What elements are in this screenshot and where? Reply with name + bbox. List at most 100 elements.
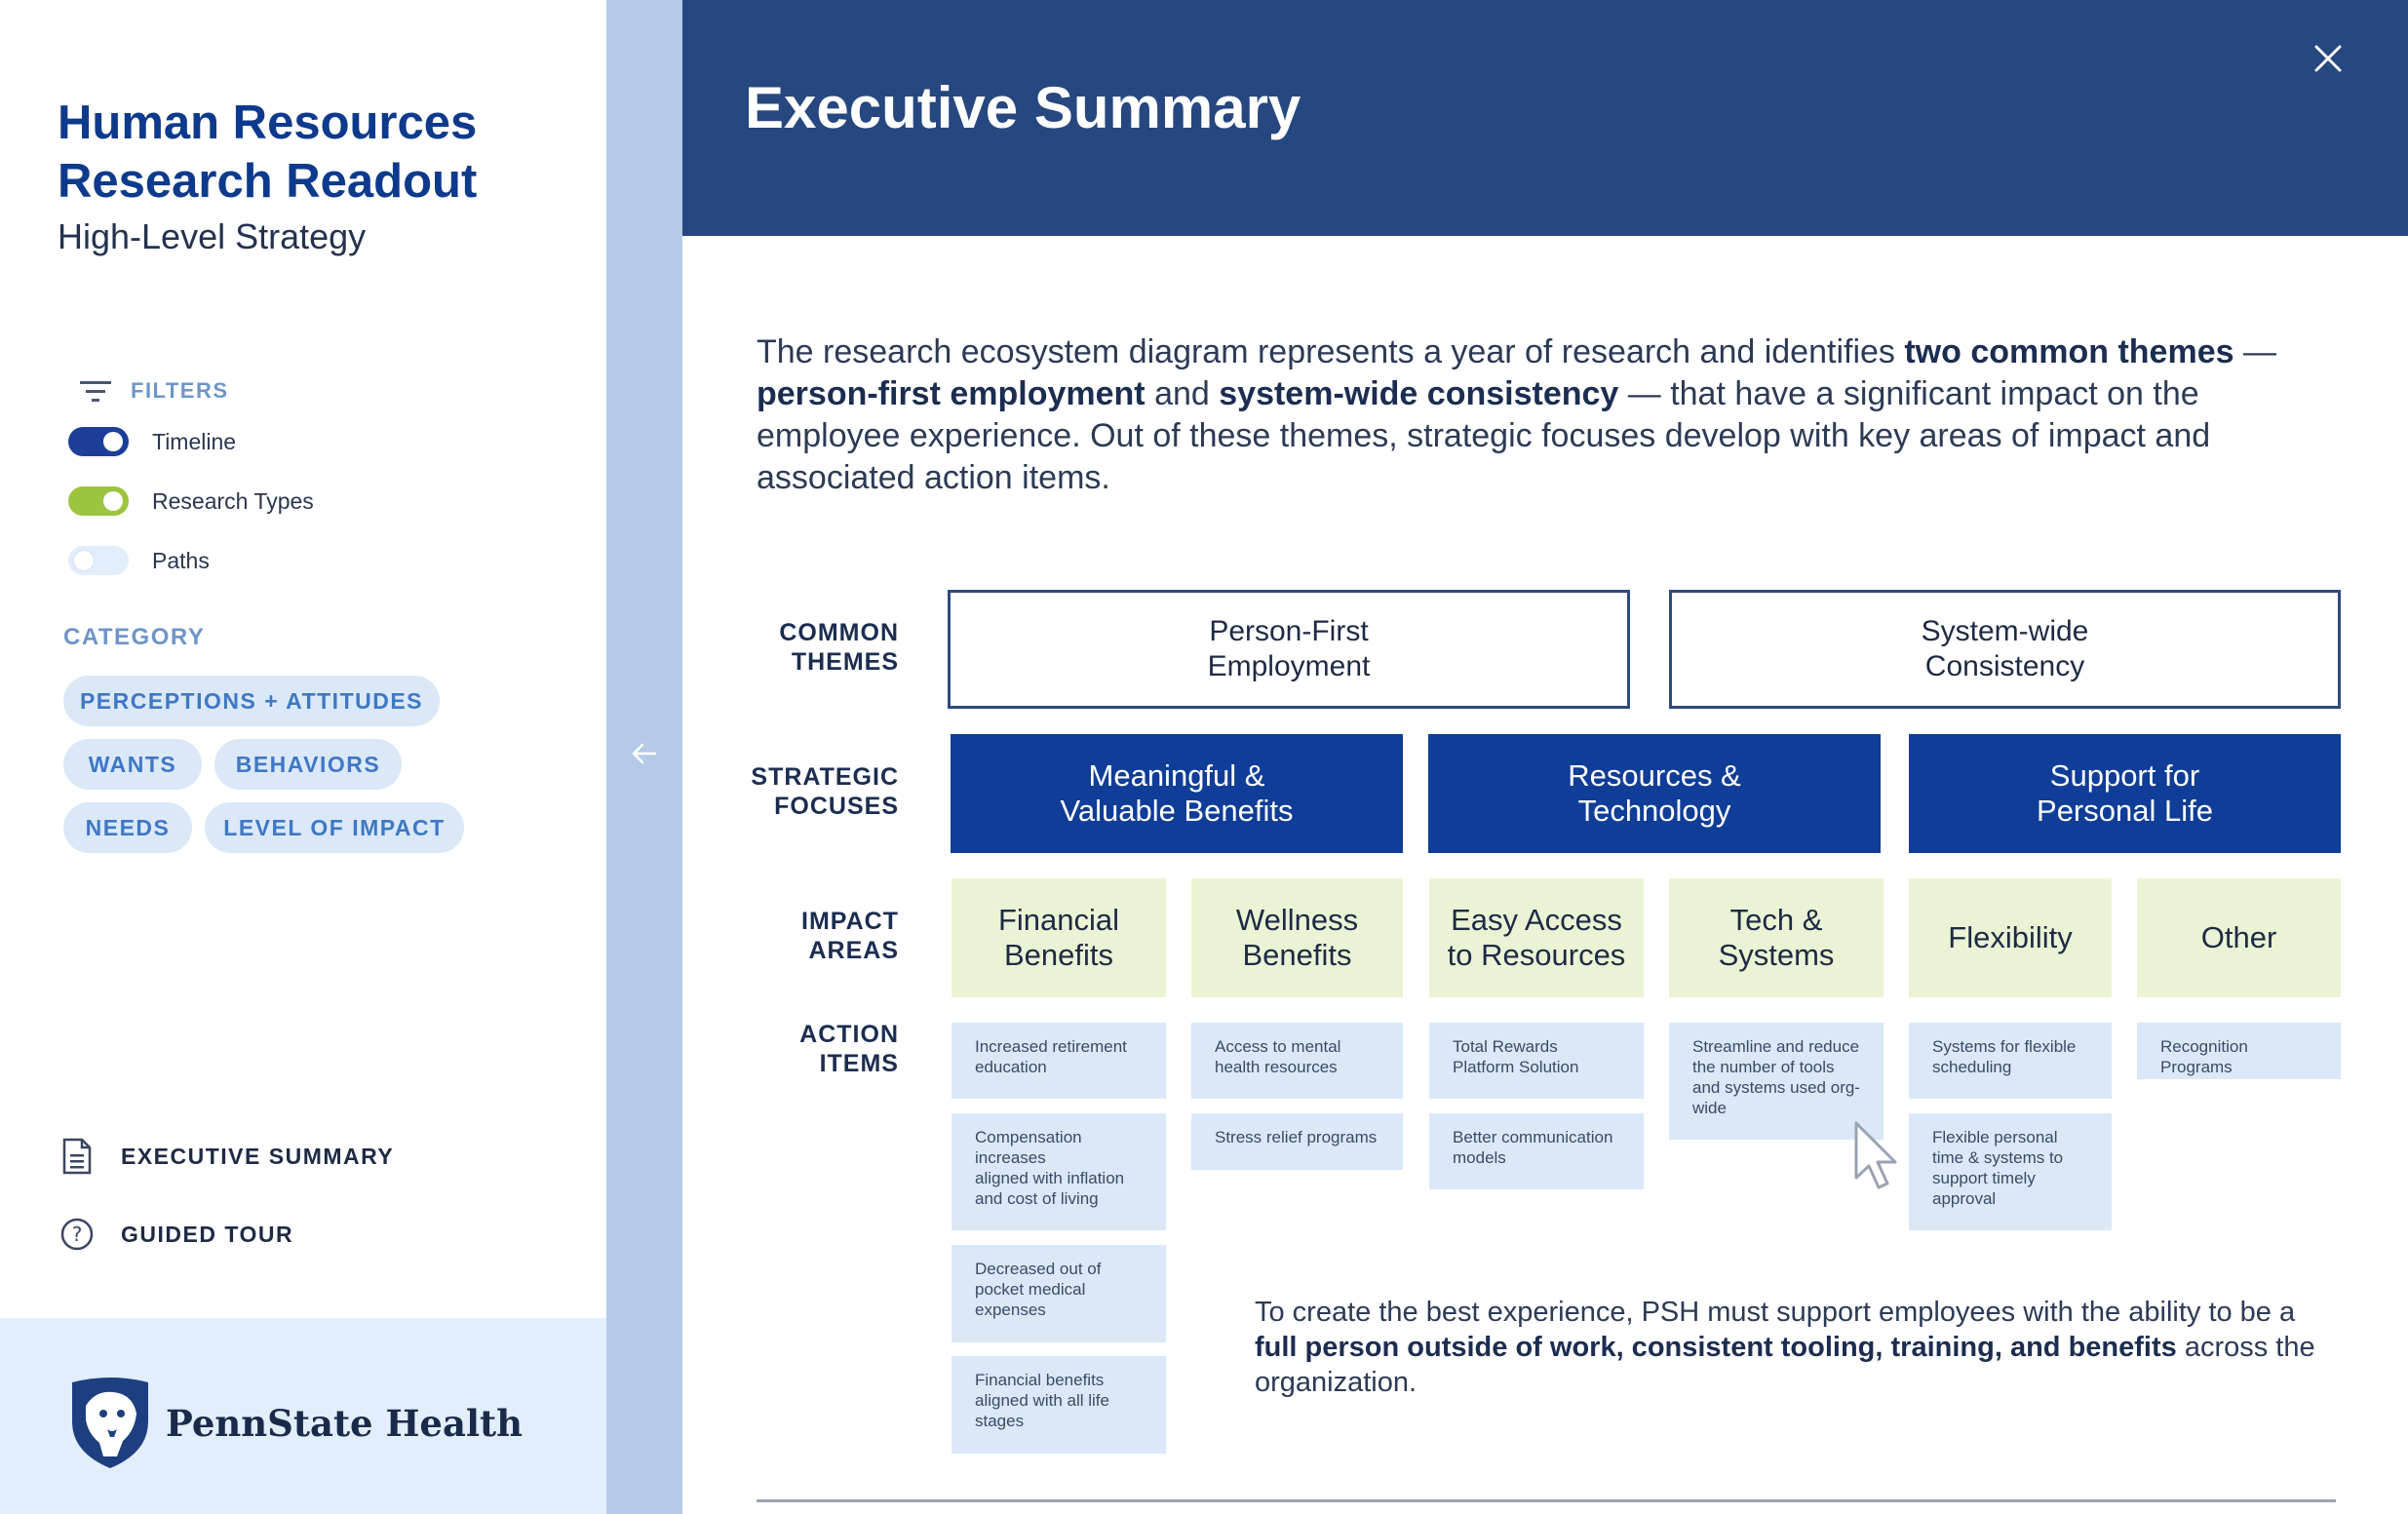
action-line: the number of tools — [1692, 1058, 1835, 1076]
filters-header[interactable]: FILTERS — [80, 378, 229, 404]
action-item[interactable]: Flexible personal time & systems to supp… — [1909, 1113, 2112, 1230]
intro-text-2: — — [2233, 333, 2276, 370]
row-label-line: STRATEGIC — [751, 763, 899, 791]
toggle-row-timeline[interactable]: Timeline — [68, 427, 236, 456]
closing-text-1: To create the best experience, PSH must … — [1255, 1297, 2296, 1328]
category-pill-level-of-impact[interactable]: LEVEL OF IMPACT — [205, 802, 464, 853]
impact-line: Benefits — [1003, 938, 1113, 972]
category-pill-wants[interactable]: WANTS — [63, 739, 202, 790]
action-line: Access to mental — [1215, 1037, 1341, 1056]
row-label-line: COMMON — [779, 619, 899, 646]
action-line: and systems used org- — [1692, 1078, 1860, 1097]
action-line: aligned with inflation — [975, 1169, 1125, 1187]
category-pill-needs[interactable]: NEEDS — [63, 802, 192, 853]
toggle-row-paths[interactable]: Paths — [68, 546, 210, 575]
action-item[interactable]: Financial benefits aligned with all life… — [952, 1356, 1166, 1454]
action-item[interactable]: Systems for flexible scheduling — [1909, 1023, 2112, 1099]
action-line: time & systems to — [1932, 1148, 2064, 1167]
brand-name: PennState Health — [166, 1402, 523, 1445]
nav-guided-tour[interactable]: ? GUIDED TOUR — [60, 1216, 293, 1253]
action-item[interactable]: Total Rewards Platform Solution — [1429, 1023, 1644, 1099]
row-label-action-items: ACTION ITEMS — [737, 1020, 899, 1078]
close-icon[interactable] — [2309, 39, 2348, 78]
action-line: Stress relief programs — [1215, 1128, 1378, 1146]
category-pill-behaviors[interactable]: BEHAVIORS — [214, 739, 402, 790]
impact-line: Flexibility — [1948, 920, 2073, 954]
focus-line: Valuable Benefits — [1060, 794, 1294, 828]
focus-line: Technology — [1577, 794, 1731, 828]
impact-line: Easy Access — [1451, 903, 1622, 937]
theme-line: Consistency — [1924, 650, 2085, 682]
paths-toggle-label: Paths — [152, 547, 210, 573]
impact-other[interactable]: Other — [2137, 878, 2341, 997]
row-label-line: ITEMS — [819, 1050, 899, 1077]
focus-resources-technology[interactable]: Resources &Technology — [1428, 734, 1881, 853]
paths-toggle[interactable] — [68, 546, 129, 575]
timeline-toggle-label: Timeline — [152, 428, 237, 454]
filter-icon — [80, 381, 111, 402]
toggle-row-research-types[interactable]: Research Types — [68, 486, 314, 516]
closing-statement: To create the best experience, PSH must … — [1255, 1295, 2317, 1400]
nav-guided-tour-label: GUIDED TOUR — [121, 1221, 294, 1247]
action-line: Compensation — [975, 1128, 1082, 1146]
action-line: wide — [1692, 1099, 1727, 1117]
row-label-line: ACTION — [799, 1021, 899, 1048]
svg-text:?: ? — [72, 1223, 83, 1246]
action-line: aligned with all life — [975, 1391, 1109, 1410]
action-line: Decreased out of — [975, 1260, 1102, 1278]
action-item[interactable]: Decreased out of pocket medical expenses — [952, 1245, 1166, 1342]
filters-label: FILTERS — [131, 378, 229, 403]
app-title: Human Resources Research Readout — [58, 97, 478, 208]
action-item[interactable]: Access to mental health resources — [1191, 1023, 1403, 1099]
focus-meaningful-valuable-benefits[interactable]: Meaningful &Valuable Benefits — [951, 734, 1403, 853]
action-item[interactable]: Stress relief programs — [1191, 1113, 1403, 1170]
document-icon — [62, 1138, 92, 1175]
impact-tech-systems[interactable]: Tech &Systems — [1669, 878, 1884, 997]
impact-line: to Resources — [1447, 938, 1626, 972]
action-item[interactable]: Streamline and reduce the number of tool… — [1669, 1023, 1884, 1140]
sidebar-footer: PennState Health — [0, 1318, 606, 1514]
action-item[interactable]: Compensation increases aligned with infl… — [952, 1113, 1166, 1230]
category-pill-perceptions-attitudes[interactable]: PERCEPTIONS + ATTITUDES — [63, 676, 440, 726]
action-line: Better communication — [1453, 1128, 1613, 1146]
action-line: Total Rewards — [1453, 1037, 1558, 1056]
arrow-left-icon[interactable] — [630, 739, 659, 768]
sidebar-collapse-strip[interactable] — [606, 0, 682, 1514]
action-line: and cost of living — [975, 1189, 1099, 1208]
impact-line: Wellness — [1235, 903, 1359, 937]
action-line: support timely — [1932, 1169, 2036, 1187]
action-item[interactable]: Increased retirement education — [952, 1023, 1166, 1099]
sidebar: Human Resources Research Readout High-Le… — [0, 0, 606, 1514]
row-label-common-themes: COMMON THEMES — [737, 618, 899, 677]
action-line: Streamline and reduce — [1692, 1037, 1860, 1056]
panel-title: Executive Summary — [745, 75, 1301, 140]
action-line: expenses — [975, 1300, 1046, 1319]
impact-line: Financial — [997, 903, 1120, 937]
action-item[interactable]: Recognition Programs — [2137, 1023, 2341, 1079]
action-item[interactable]: Better communication models — [1429, 1113, 1644, 1189]
research-types-toggle[interactable] — [68, 486, 129, 516]
intro-paragraph: The research ecosystem diagram represent… — [757, 331, 2277, 499]
action-line: health resources — [1215, 1058, 1338, 1076]
nittany-lion-shield-icon — [72, 1378, 148, 1468]
category-label: CATEGORY — [63, 624, 206, 650]
theme-line: System-wide — [1921, 615, 2089, 647]
nav-executive-summary[interactable]: EXECUTIVE SUMMARY — [60, 1138, 394, 1175]
row-label-line: THEMES — [791, 648, 899, 676]
timeline-toggle[interactable] — [68, 427, 129, 456]
action-line: models — [1453, 1148, 1506, 1167]
nav-executive-summary-label: EXECUTIVE SUMMARY — [121, 1143, 395, 1169]
impact-flexibility[interactable]: Flexibility — [1909, 878, 2112, 997]
impact-line: Benefits — [1242, 938, 1352, 972]
focus-line: Resources & — [1568, 758, 1741, 793]
pennstate-health-logo: PennState Health — [68, 1377, 523, 1470]
mouse-cursor-icon — [1854, 1121, 1897, 1189]
impact-line: Tech & — [1729, 903, 1823, 937]
